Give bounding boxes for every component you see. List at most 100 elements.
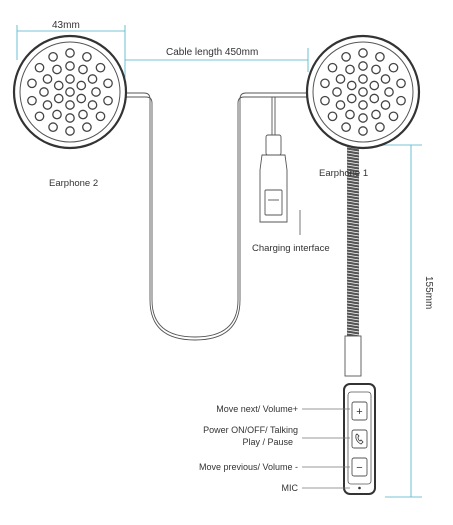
earphone-1-grille-hole [346, 80, 357, 91]
earphone-2-grille-hole [78, 109, 88, 120]
gooseneck-segment [346, 230, 360, 234]
gooseneck-segment [346, 248, 360, 252]
volume-up-symbol: + [356, 406, 362, 418]
gooseneck-segment [346, 164, 360, 168]
gooseneck-segment [346, 266, 360, 270]
charging-connector [259, 134, 288, 223]
charging-lead [271, 97, 276, 135]
earphone-2-grille-hole [76, 93, 87, 104]
earphone-2-grille-hole [42, 74, 53, 84]
earphone-2-grille-hole [95, 111, 106, 122]
earphone-2-grille-hole [65, 100, 75, 110]
earphone-1-grille-hole [380, 100, 391, 110]
earphone-1-grille-hole [358, 61, 368, 71]
label-earphone-2: Earphone 2 [49, 178, 98, 189]
gooseneck-segment [346, 173, 360, 177]
earphone-2-grille-hole [82, 122, 92, 132]
earphone-2-grille-hole [87, 74, 98, 84]
gooseneck-segment [346, 236, 360, 240]
earphone-1 [305, 34, 421, 150]
earphone-2-grille-hole [48, 122, 58, 132]
gooseneck-segment [346, 245, 360, 249]
earphone-1-grille-hole [346, 93, 357, 104]
gooseneck-segment [346, 269, 360, 273]
earphone-2-grille-hole [65, 113, 75, 123]
earphone-1-grille-hole [375, 122, 385, 132]
earphone-1-grille-hole [341, 52, 351, 62]
earphone-1-grille-hole [388, 111, 399, 122]
earphone-2-grille-hole [42, 100, 53, 110]
gooseneck-segment [346, 224, 360, 228]
gooseneck-segment [346, 251, 360, 255]
label-155mm: 155mm [423, 276, 434, 309]
gooseneck-segment [346, 182, 360, 186]
remote-control: + − [343, 383, 376, 495]
volume-down-button[interactable] [351, 457, 368, 477]
label-43mm: 43mm [52, 20, 80, 31]
gooseneck-segment [346, 194, 360, 198]
gooseneck-segment [346, 290, 360, 294]
charging-port [264, 189, 283, 216]
earphone-2-grille-hole [65, 61, 75, 71]
earphone-2-grille-hole [65, 87, 75, 97]
cable [124, 92, 310, 341]
gooseneck-segment [346, 179, 360, 183]
earphone-2 [12, 34, 128, 150]
gooseneck-segment [346, 158, 360, 162]
gooseneck-segment [346, 317, 360, 321]
earphone-1-grille-hole [335, 74, 346, 84]
gooseneck-segment [346, 197, 360, 201]
remote-leaders [302, 408, 350, 489]
volume-down-symbol: − [356, 462, 362, 474]
earphone-1-grille-hole [345, 109, 355, 120]
earphone-2-grille-hole [103, 78, 113, 89]
label-earphone-1: Earphone 1 [319, 168, 368, 179]
earphone-2-grille-hole [53, 80, 64, 91]
gooseneck-segment [346, 215, 360, 219]
gooseneck-segment [346, 203, 360, 207]
gooseneck-segment [346, 278, 360, 282]
gooseneck-segment [346, 299, 360, 303]
earphone-1-grille-hole [358, 87, 368, 97]
label-move-previous: Move previous/ Volume - [199, 462, 298, 472]
earphone-1-grille-hole [320, 78, 330, 89]
mic-hole [358, 486, 361, 490]
earphone-2-grille-hole [53, 93, 64, 104]
gooseneck-segment [346, 242, 360, 246]
gooseneck-segment [346, 281, 360, 285]
gooseneck-segment [346, 161, 360, 165]
gooseneck-segment [346, 254, 360, 258]
gooseneck-segment [346, 263, 360, 267]
earphone-2-grille-hole [27, 78, 37, 89]
label-power-line-2: Play / Pause [242, 437, 293, 447]
earphone-2-grille-hole [34, 111, 45, 122]
earphone-2-grille-hole [34, 62, 45, 73]
gooseneck-segment [346, 209, 360, 213]
earphone-2-grille-hole [76, 80, 87, 91]
label-charging-interface: Charging interface [252, 243, 330, 254]
earphone-1-grille-hole [396, 78, 406, 89]
earphone-2-grille-hole [52, 109, 62, 120]
gooseneck-segment [346, 272, 360, 276]
gooseneck-segment [346, 191, 360, 195]
volume-up-button[interactable] [351, 401, 368, 421]
earphone-1-grille-hole [388, 62, 399, 73]
earphone-1-grille-hole [358, 113, 368, 123]
gooseneck-segment [346, 155, 360, 159]
earphone-1-grille-hole [396, 95, 406, 106]
gooseneck-segment [346, 293, 360, 297]
earphone-1-grille-hole [358, 48, 368, 58]
gooseneck-segment [346, 170, 360, 174]
gooseneck-segment [346, 200, 360, 204]
earphone-2-grille-hole [78, 64, 88, 75]
gooseneck-segment [346, 314, 360, 318]
earphone-2-grille-hole [87, 100, 98, 110]
earphone-2-grille-hole [52, 64, 62, 75]
boom-mic [344, 140, 362, 377]
earphone-1-grille-hole [371, 64, 381, 75]
gooseneck-segment [346, 287, 360, 291]
gooseneck-segment [346, 227, 360, 231]
power-button[interactable] [351, 429, 368, 449]
gooseneck-segment [346, 284, 360, 288]
